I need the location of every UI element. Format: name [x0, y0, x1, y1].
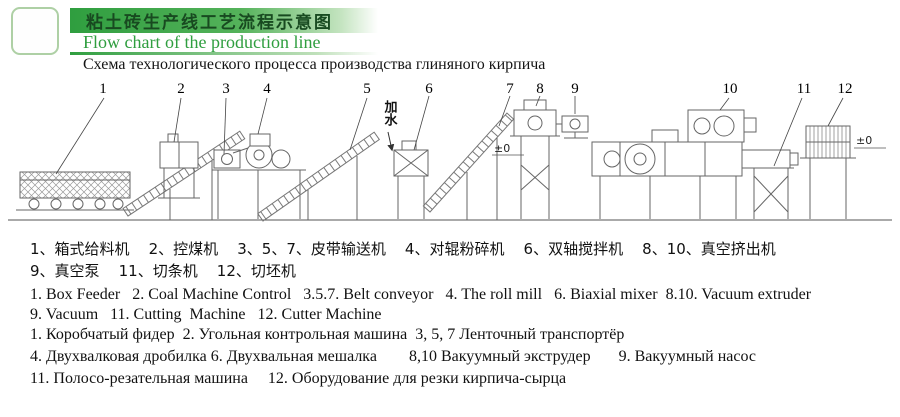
legend-zh-line2: 9、真空泵 11、切条机 12、切坯机: [30, 262, 296, 280]
legend-ru-line3: 11. Полосо-резательная машина 12. Оборуд…: [30, 370, 567, 387]
machine-label-4: 4: [263, 81, 271, 97]
belt-conveyor-5: [257, 131, 381, 222]
logo-icon: [11, 7, 59, 55]
level-mark-left: ±0: [494, 142, 510, 155]
machine-label-5: 5: [363, 81, 371, 97]
production-line-diagram: 加水: [0, 80, 900, 242]
legend-ru-line2: 4. Двухвалковая дробилка 6. Двухвальная …: [30, 348, 756, 365]
machine-label-12: 12: [838, 81, 853, 97]
title-bar: 粘土砖生产线工艺流程示意图: [70, 8, 378, 33]
diagram-svg: 加水: [8, 81, 892, 222]
water-arrow-icon: [387, 131, 395, 152]
cutting-machine: [748, 167, 794, 219]
machine-label-8: 8: [536, 81, 544, 97]
leader-lines: [55, 95, 844, 175]
machine-label-7: 7: [506, 81, 514, 97]
machine-number-labels: 1 2 3 4 5 6 7 8 9 10 11 12: [99, 81, 852, 97]
vacuum-extruder-8: [510, 99, 560, 219]
page-title-en: Flow chart of the production line: [83, 32, 321, 52]
box-feeder: [16, 171, 134, 211]
vacuum-pump: [556, 115, 589, 139]
legend-zh-line1: 1、箱式给料机 2、控煤机 3、5、7、皮带输送机 4、对辊粉碎机 6、双轴搅拌…: [30, 240, 776, 258]
cutter-machine: [800, 125, 856, 219]
machine-label-3: 3: [222, 81, 230, 97]
page-title-ru: Схема технологического процесса производ…: [83, 56, 546, 73]
machine-label-2: 2: [177, 81, 185, 97]
legend-en-line1: 1. Box Feeder 2. Coal Machine Control 3.…: [30, 286, 812, 303]
level-mark-right: ±0: [856, 134, 872, 147]
page-title-zh: 粘土砖生产线工艺流程示意图: [86, 13, 333, 33]
water-note: 加水: [382, 100, 399, 127]
title-divider: [70, 52, 378, 55]
belt-conveyor-7: [422, 112, 515, 220]
machine-label-6: 6: [425, 81, 433, 97]
legend-en-line2: 9. Vacuum 11. Cutting Machine 12. Cutter…: [30, 306, 382, 323]
legend-ru-line1: 1. Коробчатый фидер 2. Угольная контроль…: [30, 326, 625, 343]
biaxial-mixer: [393, 140, 429, 219]
machine-label-1: 1: [99, 81, 107, 97]
machine-label-9: 9: [571, 81, 579, 97]
vacuum-extruder-10: [591, 109, 799, 219]
coal-control-machine: [158, 133, 200, 199]
machine-label-11: 11: [797, 81, 811, 97]
machine-label-10: 10: [723, 81, 738, 97]
roll-mill: [212, 133, 306, 219]
